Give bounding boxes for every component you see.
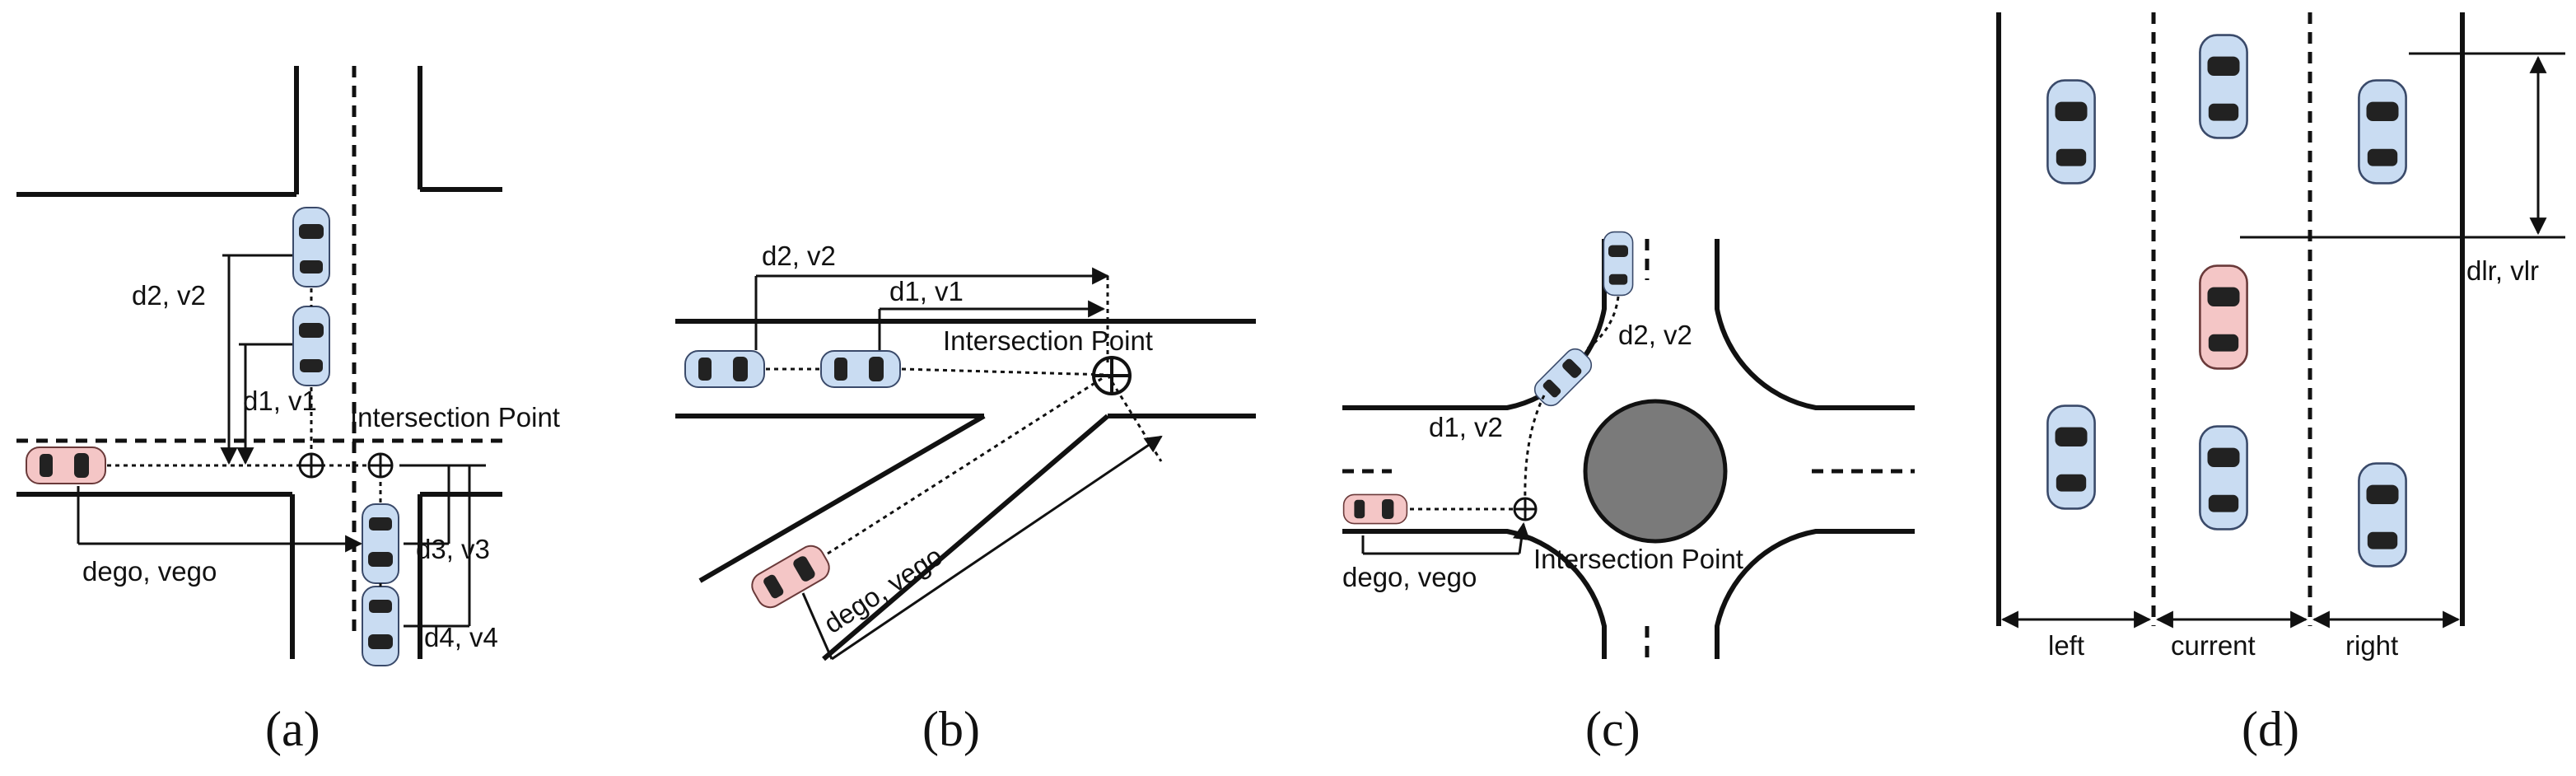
- roundabout-center: [1583, 399, 1728, 544]
- panel-d-current-label: current: [2171, 630, 2256, 661]
- panel-b-d2-label: d2, v2: [762, 241, 836, 271]
- panel-d: dlr, vlr left current right (d): [1996, 12, 2565, 756]
- panel-c-intersection-label: Intersection Point: [1533, 544, 1743, 574]
- panel-d-right-label: right: [2345, 630, 2398, 661]
- panel-a-d3-label: d3, v3: [416, 534, 490, 564]
- panel-b: d2, v2 d1, v1 Intersection Point dego, v…: [675, 241, 1256, 756]
- panel-d-dlr-label: dlr, vlr: [2466, 255, 2539, 286]
- panel-b-intersection-label: Intersection Point: [943, 325, 1153, 356]
- panel-b-caption: (b): [922, 702, 980, 756]
- panel-b-d1-label: d1, v1: [889, 276, 964, 306]
- panel-a-caption: (a): [265, 702, 320, 756]
- panel-a: d2, v2 d1, v1 Intersection Point d3, v3 …: [16, 66, 560, 756]
- panel-c-d1-label: d1, v2: [1429, 412, 1503, 442]
- panel-a-d4-label: d4, v4: [424, 622, 498, 652]
- panel-d-left-label: left: [2048, 630, 2084, 661]
- panel-d-caption: (d): [2242, 702, 2299, 756]
- panel-c-d2-label: d2, v2: [1618, 320, 1692, 350]
- panel-c-dego-label: dego, vego: [1342, 562, 1477, 592]
- panel-a-intersection-label: Intersection Point: [350, 402, 560, 432]
- panel-a-d2-label: d2, v2: [132, 280, 206, 311]
- panel-a-d1-label: d1, v1: [243, 386, 317, 416]
- panel-c: d2, v2 d1, v2 Intersection Point dego, v…: [1342, 231, 1915, 756]
- panel-a-dego-label: dego, vego: [82, 556, 217, 587]
- panel-c-caption: (c): [1585, 702, 1640, 756]
